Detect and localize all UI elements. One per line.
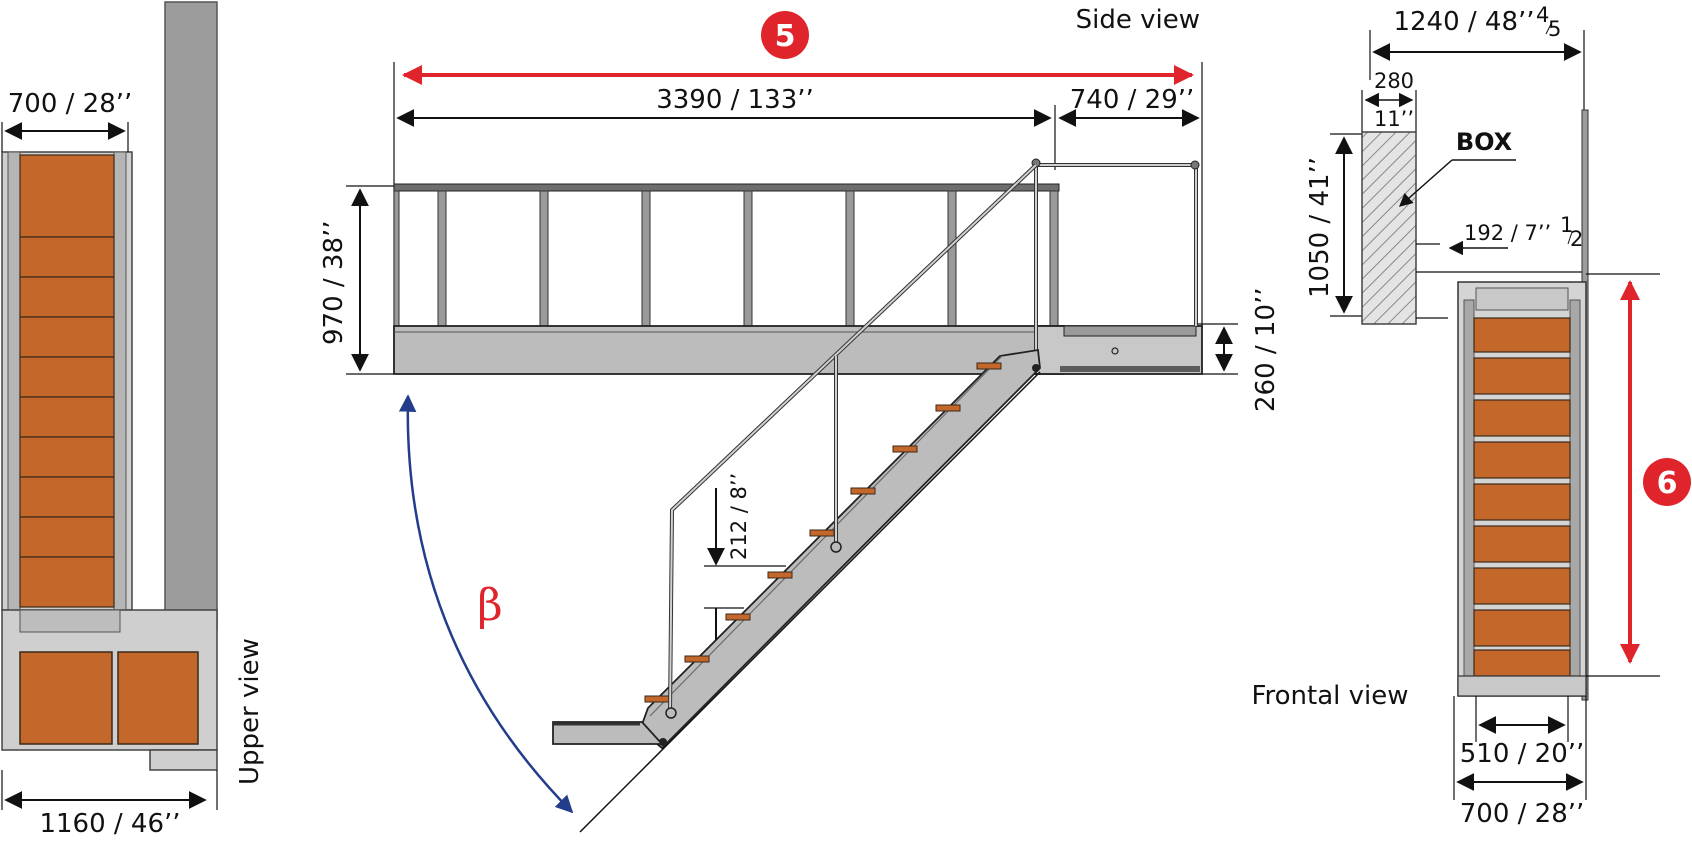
side-treads [644, 362, 1002, 703]
guard-rail-top [393, 183, 1060, 192]
gap-frac-den: 2 [1570, 227, 1583, 251]
box-height-label: 1050 / 41’’ [1305, 157, 1335, 298]
upper-dim-top-label: 700 / 28’’ [8, 89, 133, 119]
front-dim-top-frac-den: 5 [1548, 17, 1561, 41]
dim-height-label: 970 / 38’’ [319, 220, 349, 345]
box-leader [1398, 159, 1453, 207]
upper-view: 700 / 28’’ 1160 / 46’’ Upper view [1, 1, 265, 839]
wall-column [164, 1, 218, 631]
upper-dim-bottom-label: 1160 / 46’’ [39, 809, 180, 839]
badge-length-number: 5 [775, 19, 796, 54]
platform-handrail [1036, 163, 1198, 326]
badge-height: 6 [1643, 458, 1691, 506]
box-hatched [1361, 131, 1417, 325]
dim-platform-label: 740 / 29’’ [1070, 85, 1195, 115]
front-dim-outer-label: 700 / 28’’ [1460, 799, 1585, 829]
balusters [393, 190, 1059, 327]
gap-dim-label: 192 / 7’’ [1464, 221, 1551, 245]
front-dim-top-label: 1240 / 48’’ [1393, 7, 1534, 37]
dim-thickness-label: 260 / 10’’ [1251, 287, 1281, 412]
side-view-title: Side view [1076, 5, 1200, 35]
angle-arc [398, 394, 574, 814]
gap-frac-num: 1 [1560, 213, 1573, 237]
dim-total-label: 3390 / 133’’ [656, 85, 814, 115]
badge-height-number: 6 [1657, 466, 1678, 501]
angle-beta-label: β [477, 580, 502, 631]
frontal-view: 1240 / 48’’ 4 5 280 11’’ 1050 / 41’’ BOX… [1251, 3, 1691, 829]
box-label: BOX [1456, 128, 1513, 156]
upper-view-title: Upper view [235, 638, 265, 785]
frontal-view-title: Frontal view [1251, 681, 1408, 711]
box-width-mm-label: 280 [1374, 69, 1414, 93]
upper-beam [393, 325, 1065, 375]
front-treads [1473, 317, 1571, 677]
upper-treads [19, 154, 115, 608]
badge-length: 5 [761, 11, 809, 59]
front-dim-inner-label: 510 / 20’’ [1460, 739, 1585, 769]
front-dim-top-frac-num: 4 [1536, 3, 1549, 27]
floor-line [579, 371, 1041, 833]
box-width-in-label: 11’’ [1374, 107, 1414, 131]
side-view: Side view 5 3390 / 133’’ 740 / 29’’ 970 … [319, 5, 1281, 833]
dim-step-label: 212 / 8’’ [727, 473, 751, 560]
